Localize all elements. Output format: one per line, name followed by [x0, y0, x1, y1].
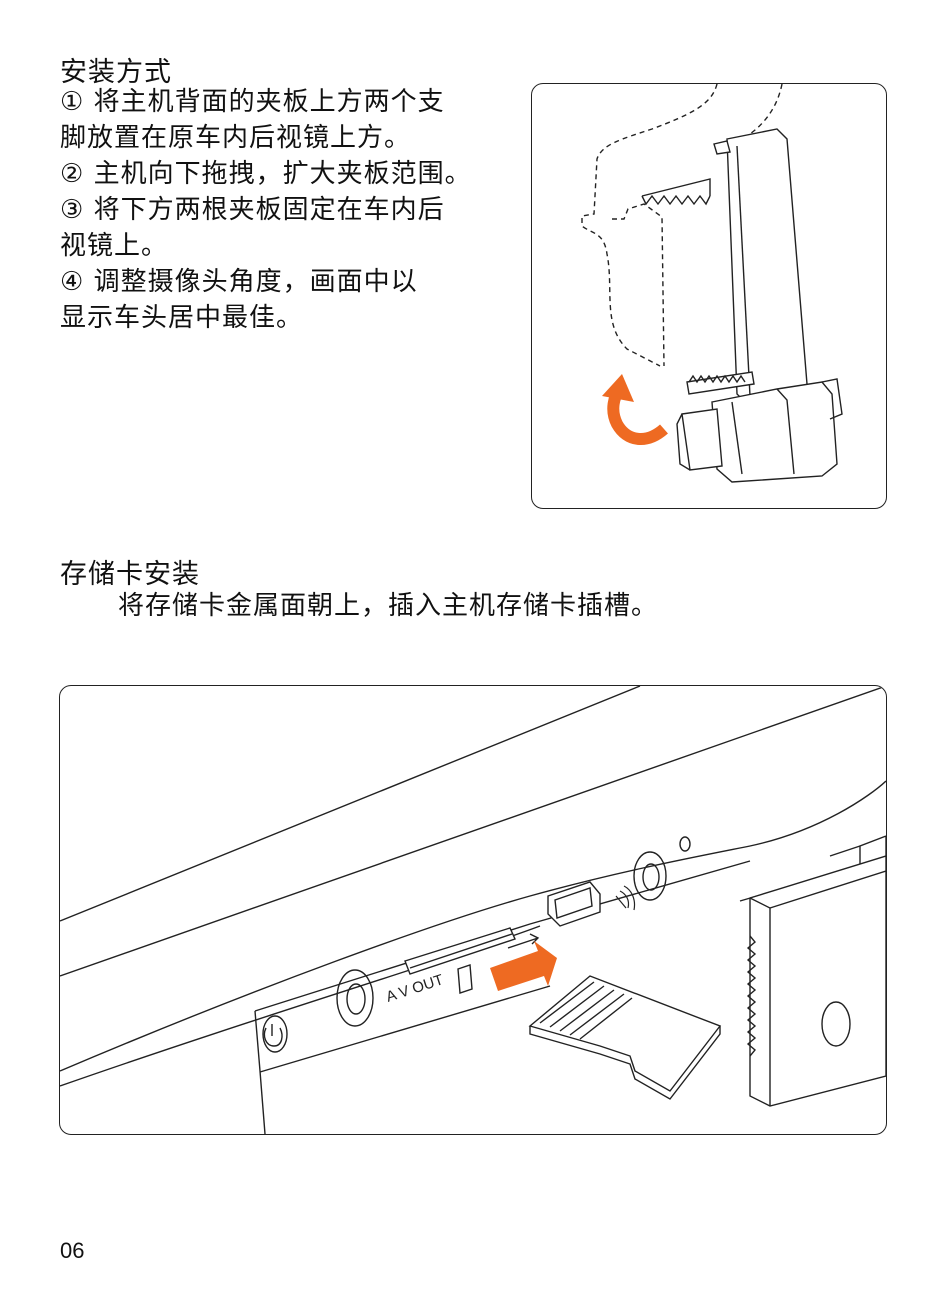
card-drawing: A V OUT [60, 686, 886, 1134]
mic-icon [615, 885, 636, 911]
install-title: 安装方式 [60, 57, 172, 88]
install-line-2: 脚放置在原车内后视镜上方。 [60, 123, 412, 153]
install-line-3: ② 主机向下拖拽，扩大夹板范围。 [60, 159, 472, 189]
mount-illustration [531, 83, 887, 509]
install-line-6: ④ 调整摄像头角度，画面中以 [60, 267, 418, 297]
card-insert-illustration: A V OUT [59, 685, 887, 1135]
card-title: 存储卡安装 [60, 559, 200, 590]
mount-drawing [581, 84, 843, 483]
av-out-label: A V OUT [384, 971, 446, 1005]
insert-arrow-icon [490, 941, 557, 991]
install-line-1: ① 将主机背面的夹板上方两个支 [60, 87, 445, 117]
install-line-4: ③ 将下方两根夹板固定在车内后 [60, 195, 445, 225]
rotate-arrow-head-icon [602, 374, 634, 402]
page-number: 06 [60, 1238, 85, 1263]
install-line-5: 视镜上。 [60, 231, 169, 261]
card-text: 将存储卡金属面朝上，插入主机存储卡插槽。 [118, 591, 659, 621]
install-line-7: 显示车头居中最佳。 [60, 303, 304, 333]
